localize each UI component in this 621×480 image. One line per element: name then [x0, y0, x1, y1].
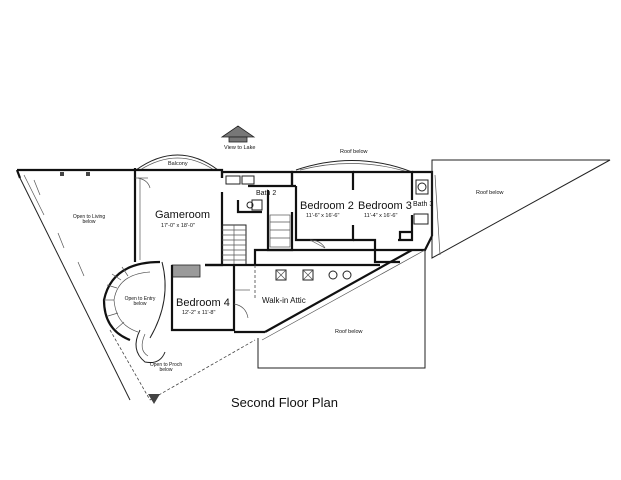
- balcony-label: Balcony: [168, 161, 188, 167]
- view-to-lake-arrow-icon: [220, 125, 256, 143]
- roof-below-right-label: Roof below: [476, 190, 504, 196]
- roof-below-bottom-outline: [257, 250, 426, 369]
- open-to-entry-label: Open to Entry below: [124, 296, 156, 307]
- bath3-name: Bath 3: [413, 201, 434, 208]
- bedroom4-name: Bedroom 4: [176, 297, 230, 309]
- balcony-outline: [135, 154, 219, 171]
- view-to-lake-label: View to Lake: [224, 145, 256, 151]
- plan-title: Second Floor Plan: [231, 395, 338, 410]
- bedroom4-walls: [170, 264, 250, 332]
- bedroom2-dims: 11'-6" x 16'-6": [306, 213, 340, 219]
- roof-below-right-triangle: [431, 159, 611, 259]
- porch-bay: [109, 329, 256, 404]
- roof-below-bottom-label: Roof below: [335, 329, 363, 335]
- open-to-living-label: Open to Living below: [72, 214, 106, 225]
- roof-below-top-arc: [295, 159, 413, 173]
- bedroom2-walls: [290, 170, 355, 249]
- gameroom-dims: 17'-0" x 18'-0": [161, 223, 195, 229]
- bedroom3-dims: 11'-4" x 16'-6": [364, 213, 398, 219]
- stairs: [221, 224, 247, 266]
- walkin-attic-name: Walk-in Attic: [262, 296, 306, 305]
- gameroom-name: Gameroom: [155, 209, 211, 221]
- bath2-walls: [220, 170, 296, 252]
- roof-below-top-label: Roof below: [340, 149, 368, 155]
- open-to-porch-label: Open to Proch below: [149, 362, 183, 373]
- open-to-entry-stair: [102, 260, 166, 342]
- bedroom4-dims: 12'-2" x 11'-8": [182, 310, 216, 316]
- bedroom2-name: Bedroom 2: [300, 200, 354, 212]
- corridor-walls: [205, 235, 433, 341]
- bedroom3-name: Bedroom 3: [358, 200, 412, 212]
- walkin-attic-fixtures: [254, 265, 352, 300]
- open-to-living-area: [15, 168, 135, 401]
- bath2-name: Bath 2: [256, 190, 277, 197]
